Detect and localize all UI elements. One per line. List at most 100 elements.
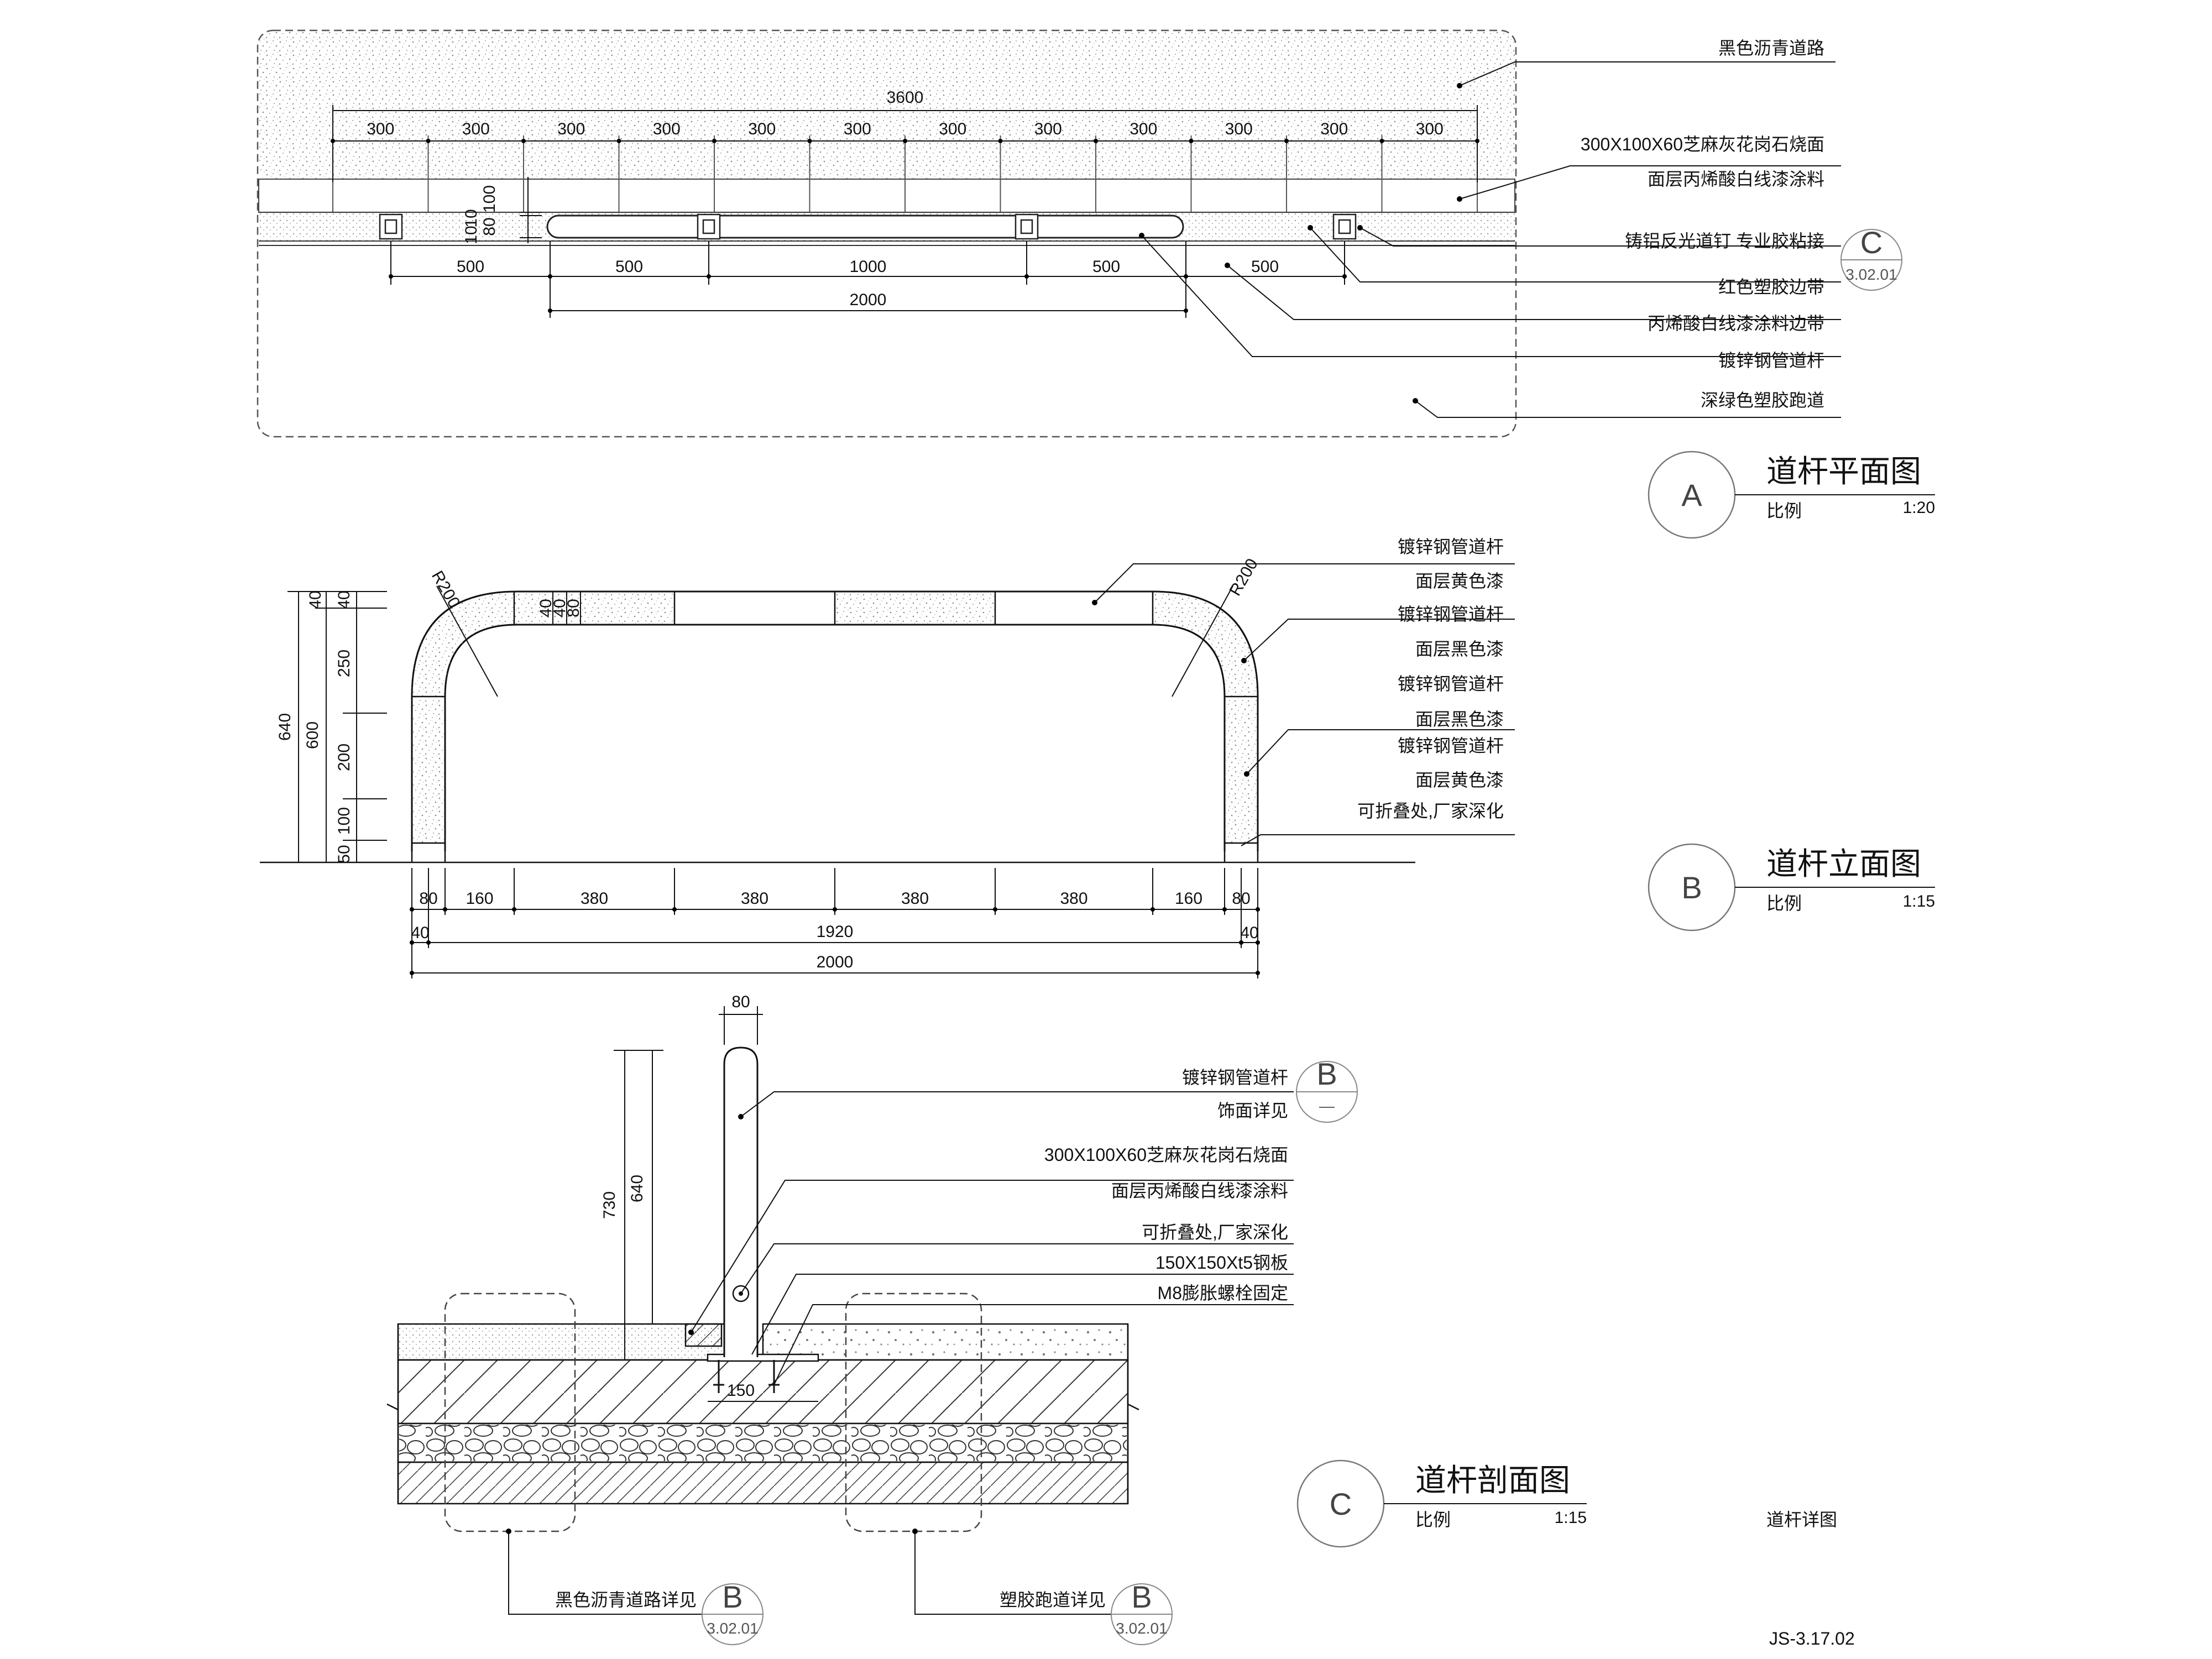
dim-section-640: 640 [628,1175,646,1202]
dim-left-100: 100 [335,807,353,835]
radius-left: R200 [428,568,463,611]
track-detail-ref: B 3.02.01 [1111,1579,1173,1645]
dim-v-10b: 10 [462,226,480,244]
elev-label-1: 镀锌钢管道杆 [1398,537,1504,557]
dim-bottom-segment: 160 [1175,889,1202,908]
plan-label-granite: 300X100X60芝麻灰花岗石烧面 [1581,134,1824,154]
dim-bottom-segment: 380 [1060,889,1087,908]
elevation-scale: 1:15 [1903,892,1935,910]
plan-dim-tick [426,139,431,143]
dim-v-80: 80 [480,217,499,235]
plan-ref-letter: C [1860,225,1882,260]
section-title: 道杆剖面图 [1415,1463,1570,1498]
plan-dim-tick [1189,139,1194,143]
rail-inner [444,624,1226,851]
plan-dim-tick [712,139,717,143]
elev-label-7: 镀锌钢管道杆 [1398,736,1504,756]
plan-dim-tick [807,139,812,143]
plan-label-asphalt: 黑色沥青道路 [1718,38,1824,58]
yellow-paint-zones [412,592,1257,846]
dim-bottom-segment: 80 [1232,889,1250,908]
dim-unit-300: 300 [653,120,681,138]
elevation-title-block: B 道杆立面图 比例 1:15 [1648,843,1935,931]
section-title-block: C 道杆剖面图 比例 1:15 [1296,1459,1587,1548]
track-detail-label: 塑胶跑道详见 [1000,1590,1106,1610]
dim-1000: 1000 [850,258,887,276]
dim-bottom-segment: 80 [419,889,437,908]
dim-unit-300: 300 [557,120,585,138]
elev-label-5: 镀锌钢管道杆 [1398,674,1504,694]
dim-top-80: 80 [564,599,583,617]
dim-bottom-40-right: 40 [1240,924,1258,942]
elevation-title-letter: B [1681,870,1702,905]
asphalt-detail-label: 黑色沥青道路详见 [555,1590,697,1610]
rubber-track-layer [762,1323,1129,1361]
radius-right: R200 [1226,556,1261,599]
section-ref-sheet: — [1319,1097,1335,1114]
dim-top-40b: 40 [551,599,569,617]
plan-dim-tick [1284,139,1289,143]
plan-ref-c: C 3.02.01 [1840,225,1902,291]
asphalt-layer [397,1323,731,1361]
plan-dim-tick [331,139,335,143]
section-ref-b: B — [1296,1056,1358,1123]
elevation-view: R200 R200 640 600 40 40 250 200 100 50 4… [260,537,1935,978]
elev-label-6: 面层黑色漆 [1415,709,1504,729]
dim-left-40b: 40 [335,590,353,609]
dim-bottom-40-left: 40 [411,924,429,942]
reflective-studs [379,213,1357,240]
dim-bottom-segment: 380 [901,889,929,908]
plan-label-rail: 镀锌钢管道杆 [1718,350,1824,370]
dim-500-b: 500 [615,258,643,276]
dim-unit-300: 300 [939,120,966,138]
section-label-5: 可折叠处,厂家深化 [1142,1222,1288,1242]
dim-left-40a: 40 [306,590,325,609]
post-section [723,1046,759,1357]
asphalt-area [259,32,1515,179]
section-scale: 1:15 [1555,1509,1587,1527]
dim-500-a: 500 [457,258,484,276]
dim-left-50: 50 [335,845,353,863]
section-label-3: 300X100X60芝麻灰花岗石烧面 [1044,1145,1288,1165]
elevation-scale-label: 比例 [1766,893,1802,913]
dim-unit-300: 300 [1129,120,1157,138]
asphalt-detail-ref: B 3.02.01 [702,1579,764,1645]
section-label-4: 面层丙烯酸白线漆涂料 [1111,1181,1288,1201]
track-ref-sheet: 3.02.01 [1116,1620,1167,1637]
plan-label-white-band: 丙烯酸白线漆涂料边带 [1648,313,1824,333]
plan-label-acrylic: 面层丙烯酸白线漆涂料 [1648,169,1824,189]
plan-title: 道杆平面图 [1766,454,1921,489]
plan-label-red-band: 红色塑胶边带 [1718,277,1824,297]
plan-dim-tick [903,139,907,143]
dim-unit-300: 300 [1320,120,1348,138]
dim-bottom-segment: 380 [741,889,768,908]
dim-unit-300: 300 [844,120,871,138]
plan-rail [546,214,1184,239]
plan-label-studs: 铸铝反光道钉 专业胶粘接 [1625,231,1824,251]
dim-bottom-segment: 380 [581,889,608,908]
elev-label-9: 可折叠处,厂家深化 [1357,801,1504,821]
dim-3600: 3600 [887,88,924,107]
elev-label-3: 镀锌钢管道杆 [1398,604,1504,624]
dim-left-200: 200 [335,744,353,771]
section-ref-letter: B [1316,1056,1337,1091]
dim-left-250: 250 [335,650,353,677]
dim-600: 600 [304,721,322,749]
elev-label-8: 面层黄色漆 [1415,770,1504,790]
elevation-title: 道杆立面图 [1766,846,1921,881]
asphalt-ref-letter: B [722,1579,742,1614]
plan-dim-tick [998,139,1003,143]
dim-unit-300: 300 [462,120,490,138]
plan-dim-tick [1094,139,1098,143]
dim-unit-300: 300 [1034,120,1062,138]
dim-2000: 2000 [850,291,887,309]
plan-scale: 1:20 [1903,499,1935,517]
track-ref-letter: B [1131,1579,1152,1614]
plan-boundary [257,29,1517,438]
section-label-6: 150X150Xt5钢板 [1155,1253,1288,1273]
elev-label-4: 面层黑色漆 [1415,639,1504,659]
hinge-icon [732,1285,750,1302]
gravel-layer [399,1425,1127,1461]
